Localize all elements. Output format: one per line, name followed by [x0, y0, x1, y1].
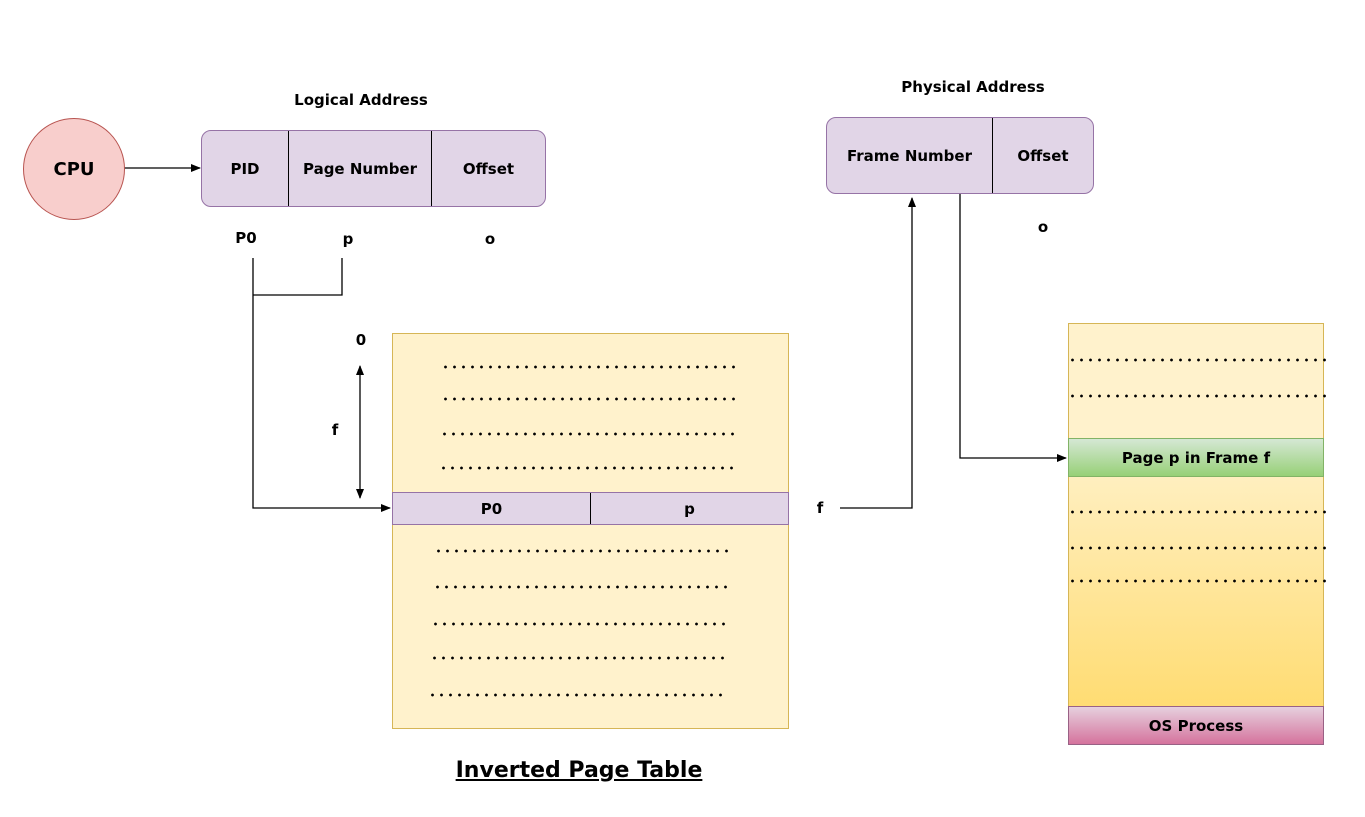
inverted-page-table	[392, 333, 789, 729]
memory-frame-label: Page p in Frame f	[1121, 448, 1271, 467]
arrow-f-to-frame	[840, 197, 916, 509]
memory-row-placeholder	[1068, 546, 1326, 550]
memory-row-placeholder	[1068, 510, 1326, 514]
index-f-label: f	[331, 421, 339, 439]
memory-frame-f: Page p in Frame f	[1068, 438, 1324, 477]
line-p-join	[253, 258, 343, 296]
diagram-caption: Inverted Page Table	[455, 758, 703, 783]
logical-field-offset: Offset	[462, 159, 515, 178]
frame-output-label: f	[816, 499, 824, 517]
table-row-placeholder	[441, 365, 738, 369]
table-row-placeholder	[440, 432, 737, 436]
page-table-entry: P0 p	[392, 492, 789, 525]
cpu-label: CPU	[53, 158, 95, 180]
memory-row-placeholder	[1068, 394, 1326, 398]
arrow-physical-to-memory	[959, 194, 1067, 462]
entry-pid: P0	[393, 493, 591, 524]
logical-address-box: PID Page Number Offset	[201, 130, 546, 207]
table-row-placeholder	[431, 622, 728, 626]
physical-field-offset: Offset	[1017, 146, 1069, 165]
logical-address-title: Logical Address	[294, 91, 428, 109]
memory-os-process: OS Process	[1068, 706, 1324, 745]
table-row-placeholder	[430, 656, 727, 660]
physical-value-offset: o	[1037, 218, 1049, 236]
table-row-placeholder	[441, 397, 738, 401]
entry-page: p	[684, 499, 695, 518]
cpu-node: CPU	[23, 118, 125, 220]
logical-value-pid: P0	[235, 229, 257, 247]
table-row-placeholder	[434, 549, 731, 553]
logical-field-pid: PID	[202, 131, 289, 206]
arrow-pid-to-table	[252, 258, 391, 512]
physical-field-frame-number: Frame Number	[827, 118, 993, 193]
logical-value-offset: o	[484, 230, 496, 248]
logical-value-page: p	[342, 230, 354, 248]
physical-address-box: Frame Number Offset	[826, 117, 1094, 194]
physical-address-title: Physical Address	[901, 78, 1045, 96]
index-start-label: 0	[355, 331, 367, 349]
memory-row-placeholder	[1068, 358, 1326, 362]
physical-memory	[1068, 323, 1324, 745]
table-row-placeholder	[433, 585, 730, 589]
table-row-placeholder	[439, 466, 736, 470]
logical-field-page-number: Page Number	[289, 131, 432, 206]
memory-row-placeholder	[1068, 579, 1328, 583]
table-row-placeholder	[428, 693, 725, 697]
memory-os-label: OS Process	[1148, 716, 1244, 735]
